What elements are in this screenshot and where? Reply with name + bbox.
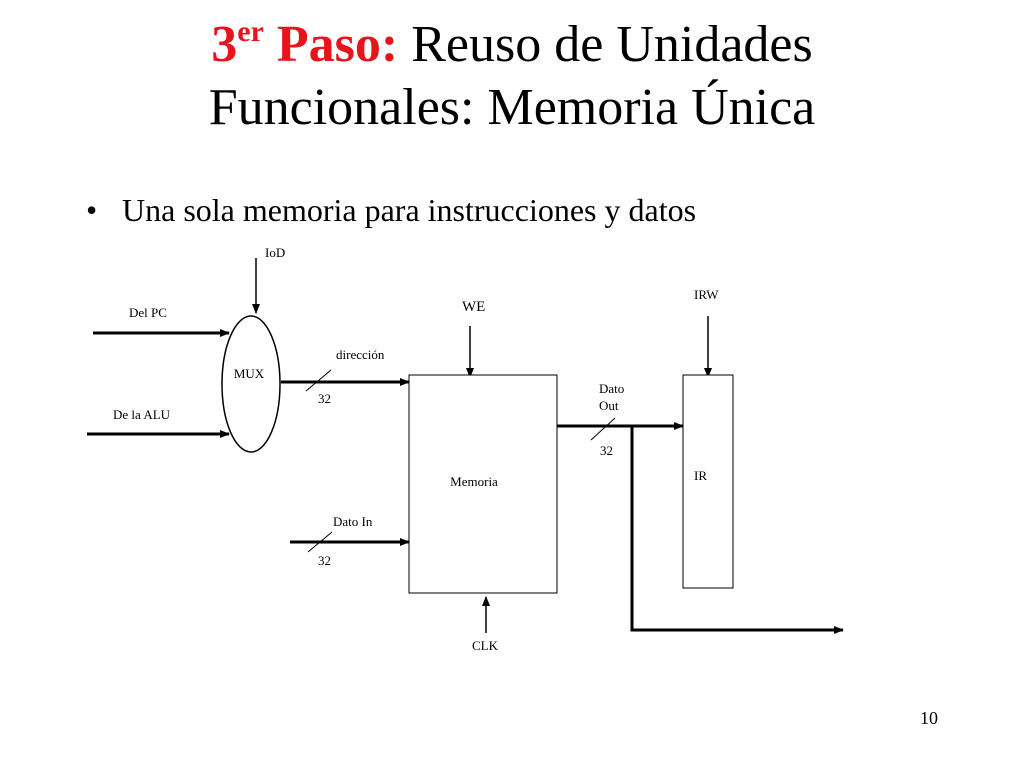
dato-out-label-line2: Out: [599, 398, 619, 413]
title-line2: Funcionales: Memoria Única: [208, 79, 816, 136]
memoria-block: [408, 374, 558, 594]
memoria-label: Memoria: [450, 474, 498, 489]
slide-title: 3er Paso: Reuso de Unidades Funcionales:…: [0, 0, 1024, 139]
title-step-number: 3: [211, 16, 238, 73]
title-line1-rest: Reuso de Unidades: [411, 16, 813, 73]
dato-in-slash: [307, 531, 333, 553]
we-label: WE: [462, 299, 485, 315]
dato-out-label-line1: Dato: [599, 381, 624, 396]
address-width-label: 32: [318, 391, 331, 406]
bullet-dot-icon: •: [86, 192, 98, 228]
dato-out-slash: [590, 417, 616, 441]
ir-block: [682, 374, 734, 589]
mux-shape: [221, 315, 281, 453]
title-step-superscript: er: [237, 15, 264, 48]
del-pc-label: Del PC: [129, 305, 167, 320]
dato-in-label: Dato In: [333, 514, 373, 529]
mux-label: MUX: [234, 366, 265, 381]
bullet-item: • Una sola memoria para instrucciones y d…: [86, 190, 696, 230]
dato-out-width-label: 32: [600, 443, 613, 458]
direccion-label: dirección: [336, 347, 385, 362]
page-number: 10: [920, 708, 938, 728]
ir-label: IR: [694, 468, 707, 483]
clk-label: CLK: [472, 638, 499, 653]
dato-out-branch: [630, 426, 844, 634]
irw-label: IRW: [694, 287, 719, 302]
iod-label: IoD: [265, 245, 285, 260]
address-bus-slash: [305, 369, 332, 392]
dato-in-width-label: 32: [318, 553, 331, 568]
title-step-word: Paso:: [276, 16, 399, 73]
bullet-text: Una sola memoria para instrucciones y da…: [122, 192, 697, 228]
de-la-alu-label: De la ALU: [113, 407, 171, 422]
